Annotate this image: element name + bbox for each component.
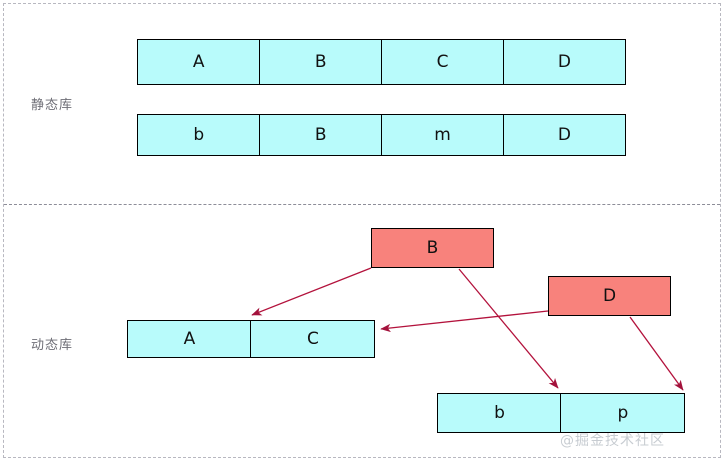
- static-cell-1-1: A: [137, 39, 261, 85]
- static-cell-1-2: B: [258, 39, 383, 85]
- section-divider: [4, 204, 720, 205]
- arrow-b-to-ac: [251, 267, 372, 316]
- static-row-2: b B m D: [137, 114, 627, 156]
- arrow-d-to-bp: [629, 316, 684, 391]
- static-cell-1-4: D: [502, 39, 627, 85]
- arrow-b-to-bp: [458, 268, 559, 389]
- static-cell-2-2: B: [258, 114, 383, 156]
- dynamic-cell-a: A: [127, 320, 252, 358]
- dynamic-cell-c: C: [250, 320, 376, 358]
- static-cell-2-3: m: [380, 114, 505, 156]
- dynamic-row-ac: A C: [127, 320, 376, 358]
- static-cell-2-4: D: [502, 114, 627, 156]
- section-label-static: 静态库: [31, 98, 74, 113]
- section-label-dynamic: 动态库: [31, 338, 74, 353]
- dynamic-red-box-b: B: [371, 228, 494, 268]
- watermark: @掘金技术社区: [560, 433, 665, 449]
- static-row-1: A B C D: [137, 39, 627, 85]
- dynamic-cell-p: p: [560, 393, 686, 433]
- static-cell-1-3: C: [380, 39, 505, 85]
- dynamic-cell-b-lower: b: [437, 393, 562, 433]
- dynamic-red-box-d: D: [548, 276, 671, 316]
- static-cell-2-1: b: [137, 114, 261, 156]
- arrow-d-to-ac: [380, 310, 549, 333]
- dynamic-row-bp: b p: [437, 393, 686, 433]
